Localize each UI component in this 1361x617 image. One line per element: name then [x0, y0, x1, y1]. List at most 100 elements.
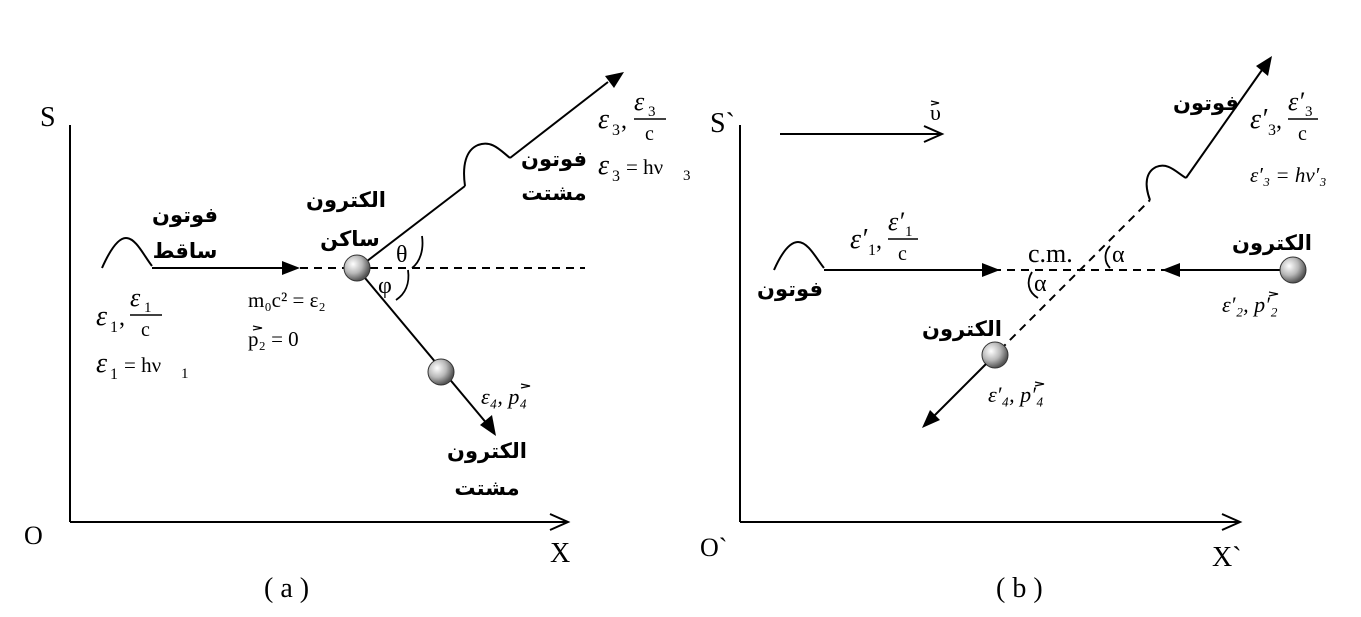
svg-text:c: c [1298, 123, 1307, 145]
caption-a: ( a ) [264, 573, 309, 604]
svg-text:3: 3 [612, 168, 620, 185]
svg-text:c: c [141, 319, 150, 341]
scattered-photon-arrowhead [605, 72, 624, 88]
svg-text:ε: ε [96, 301, 107, 332]
svg-text:ε: ε [96, 348, 107, 379]
rest-momentum-label: p₂ = 0 [248, 327, 299, 351]
e2-prime-label: ε′₂, p′₂ [1222, 292, 1278, 317]
cm-electron-in-arrowhead [1162, 263, 1180, 277]
origin-label-b: O` [700, 533, 727, 562]
svg-text:ε: ε [130, 283, 141, 312]
caption-b: ( b ) [996, 573, 1043, 604]
svg-text:,: , [119, 305, 125, 331]
scattered-photon-line-2 [509, 81, 609, 159]
alpha-arc-bottom [1027, 271, 1039, 299]
scattered-electron [427, 358, 455, 386]
rest-energy-label: m₀c² = ε₂ [248, 288, 326, 312]
svg-text:1: 1 [110, 366, 118, 383]
incident-photon-wave [101, 236, 153, 269]
svg-text:,: , [876, 228, 882, 254]
svg-text:3: 3 [1268, 122, 1276, 139]
electron-at-rest [343, 254, 371, 282]
label-photon-scattered-1: فوتون [521, 147, 587, 171]
label-photon-incident-1: فوتون [152, 203, 218, 227]
scattered-electron-arrowhead [480, 415, 496, 436]
svg-text:ε′: ε′ [888, 207, 904, 236]
cm-photon-in-wave [773, 240, 825, 271]
label-cm-photon-out: فوتون [1173, 91, 1239, 115]
svg-text:3: 3 [1305, 104, 1313, 120]
p4-prime-vector-arrow [1034, 381, 1045, 387]
e3-prime-expression: ε′ 3 , ε′ 3 c [1250, 87, 1318, 145]
svg-text:= hν: = hν [626, 155, 663, 179]
svg-text:3: 3 [612, 122, 620, 139]
cm-electron-out [981, 341, 1009, 369]
x-axis-arrowhead-a [549, 513, 571, 531]
frame-velocity-arrowhead [923, 125, 945, 143]
phi-arc [395, 269, 410, 301]
incident-photon-arrowhead [282, 261, 300, 275]
p2-vector-arrow [252, 325, 263, 331]
cm-photon-out-arrowhead [1256, 56, 1272, 76]
center-of-mass-label: c.m. [1028, 239, 1073, 268]
alpha-label-bottom: α [1034, 271, 1047, 297]
svg-text:3: 3 [648, 104, 656, 120]
svg-text:1: 1 [110, 319, 118, 336]
e3-expression: ε 3 , ε 3 c [598, 87, 666, 145]
svg-text:ε: ε [634, 87, 645, 116]
alpha-label-top: α [1112, 242, 1125, 268]
velocity-vector-arrow [930, 100, 940, 106]
label-electron-scattered-1: الكترون [447, 439, 527, 463]
label-electron-rest-1: الكترون [306, 188, 386, 212]
axis-x-label-a: X [550, 538, 570, 569]
svg-text:ε′: ε′ [1250, 104, 1268, 135]
svg-text:,: , [621, 108, 627, 134]
svg-text:1: 1 [144, 300, 152, 316]
label-photon-incident-2: ساقط [153, 239, 218, 263]
svg-text:ε′: ε′ [1288, 87, 1304, 116]
e1-expression: ε 1 , ε 1 c [96, 283, 162, 341]
cm-electron-out-line [931, 363, 987, 419]
x-axis-arrowhead-b [1221, 513, 1243, 531]
velocity-label: υ [930, 100, 941, 125]
panel-a: S O X ( a ) θ φ فوتون ساقط الكترون ساكن … [24, 72, 691, 604]
e1-prime-expression: ε′ 1 , ε′ 1 c [850, 207, 918, 265]
svg-text:1: 1 [905, 224, 913, 240]
svg-text:ε: ε [598, 150, 609, 181]
p4-vector-arrow [520, 383, 531, 389]
svg-text:c: c [898, 243, 907, 265]
cm-photon-in-arrowhead [982, 263, 1000, 277]
e3-prime-equation: ε′₃ = hν′₃ [1250, 163, 1327, 187]
e3-equation: ε 3 = hν 3 [598, 150, 691, 185]
cm-diagonal-dashed [999, 199, 1151, 351]
svg-text:c: c [645, 123, 654, 145]
cm-electron-out-arrowhead [922, 410, 940, 428]
alpha-arc-top [1104, 245, 1111, 269]
label-cm-photon-in: فوتون [757, 277, 823, 301]
svg-text:1: 1 [181, 366, 189, 382]
p2-prime-vector-arrow [1268, 291, 1279, 297]
e4-prime-label: ε′₄, p′₄ [988, 382, 1044, 407]
svg-text:3: 3 [683, 168, 691, 184]
axis-y-label-b: S` [710, 108, 735, 139]
scattered-electron-line [359, 271, 489, 426]
svg-text:= hν: = hν [124, 353, 161, 377]
svg-text:ε: ε [598, 104, 609, 135]
svg-text:,: , [1276, 108, 1282, 134]
label-cm-electron-in: الكترون [1232, 231, 1312, 255]
cm-photon-out-line [1185, 69, 1263, 179]
theta-arc [411, 235, 424, 269]
cm-photon-out-wave [1145, 164, 1187, 201]
phi-label: φ [378, 273, 392, 299]
e4-label: ε₄, p₄ [481, 384, 527, 409]
cm-electron-in [1279, 256, 1307, 284]
label-cm-electron-out: الكترون [922, 317, 1002, 341]
label-electron-rest-2: ساكن [320, 227, 380, 251]
scattered-photon-wave [463, 142, 511, 187]
label-electron-scattered-2: مشتت [454, 476, 519, 500]
axis-x-label-b: X` [1212, 542, 1242, 573]
label-photon-scattered-2: مشتت [521, 181, 586, 205]
scattered-photon-line-1 [357, 185, 466, 269]
axis-y-label-a: S [40, 102, 56, 133]
